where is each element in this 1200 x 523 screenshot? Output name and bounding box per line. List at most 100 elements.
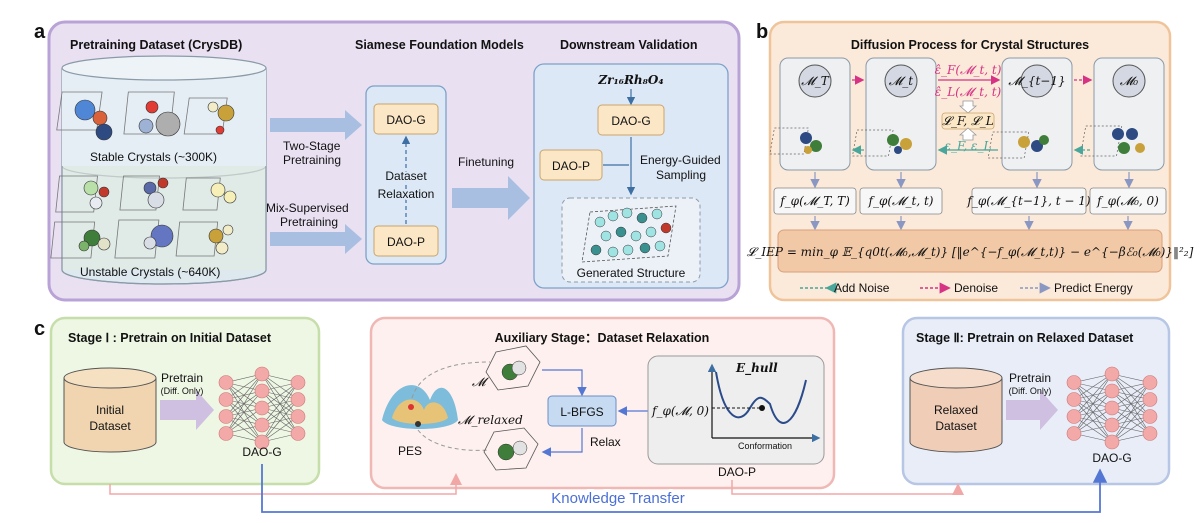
stage2-pretrain-arrow [1006,390,1058,430]
finetuning-label: Finetuning [458,155,514,169]
formula-label: Zr₁₆Rh₈O₄ [597,73,663,87]
state-node-mt1 [1020,64,1054,98]
iep-loss-label: 𝓛_IEP = min_φ 𝔼_{q0t(𝓜₀,𝓜_t)} [‖e^{−f_φ(… [747,245,1194,259]
unstable-crystal-cells [50,175,237,259]
network-node [218,375,234,390]
network-edge [225,373,263,434]
network-edge [225,390,263,434]
dao-p-label: DAO-P [387,235,425,249]
generated-structure-atoms [581,205,677,263]
crysdb-cylinder [61,55,267,285]
network-node [254,400,270,416]
f-box-T [773,187,857,215]
network-node [290,409,306,424]
network-edge [261,416,299,443]
stage1-diff-only: (Diff. Only) [161,386,204,396]
stage1-pretrain-label: Pretrain [161,371,203,385]
loss-arrow-up [958,127,978,141]
network-node [1066,392,1082,407]
dao-g-box[interactable] [373,103,439,135]
siamese-header: Siamese Foundation Models [355,38,524,52]
stage2-dao-g-label: DAO-G [1092,451,1131,465]
stage2-pretrain-label: Pretrain [1009,371,1051,385]
network-node [1066,409,1082,424]
network-edge [1073,407,1113,434]
downstream-dao-p-box[interactable] [539,149,603,181]
stage1-header: Stage Ⅰ : Pretrain on Initial Dataset [68,331,272,345]
initial-dataset-label-1: Initial [96,403,124,417]
dao-p-box[interactable] [373,225,439,257]
network-node [218,426,234,441]
stage2-header: Stage Ⅱ: Pretrain on Relaxed Dataset [916,331,1134,345]
network-edge [261,382,299,443]
ehull-label: E_hull [735,361,778,376]
stage2-diff-only: (Diff. Only) [1009,386,1052,396]
state-label-m0: 𝓜₀ [1120,74,1138,88]
energy-guided-label-2: Sampling [656,168,706,182]
f-box-t [859,187,943,215]
stable-crystals-label: Stable Crystals (~300K) [90,150,217,164]
network-edge [225,373,263,400]
network-edge [1073,373,1113,417]
aux-header: Auxiliary Stage：Dataset Relaxation [495,331,710,345]
daop-label: DAO-P [718,465,756,479]
iep-loss-box [777,229,1163,273]
relaxation-label-2: Relaxation [378,187,435,201]
network-node [1142,409,1158,424]
pretrain-dataset-header: Pretraining Dataset (CrysDB) [70,38,242,52]
relaxation-label-1: Dataset [385,169,427,183]
mix-supervised-arrow [270,224,362,254]
network-edge [1073,373,1113,434]
mix-supervised-label-2: Pretraining [280,215,338,229]
panel-c-letter: c [34,318,45,340]
state-node-mT [798,64,832,98]
pes-surface [382,385,458,429]
legend-denoise: Denoise [954,281,998,295]
relax-label: Relax [590,435,621,449]
network-node [218,392,234,407]
state-label-mt1: 𝓜_{t−1} [1008,74,1065,88]
finetuning-arrow [452,176,530,220]
network-edge [261,382,299,409]
downstream-dao-g-box[interactable] [597,104,665,136]
lbfgs-label: L-BFGS [560,405,603,419]
stage1-network [218,366,306,450]
panel-b-letter: b [756,21,768,43]
state-boxes: 𝓜_T 𝓜_t 𝓜_{t−1} 𝓜₀ [779,57,1165,171]
f-box-0 [1089,187,1167,215]
network-edge [225,407,263,434]
generated-structure-label: Generated Structure [577,266,686,280]
daop-energy-box [647,355,825,465]
initial-dataset-label-2: Dataset [89,419,131,433]
pes-label: PES [398,444,422,458]
two-stage-label-2: Pretraining [283,153,341,167]
network-node [1104,417,1120,433]
energy-curve-plot [707,363,821,443]
kt-blue-line [261,464,1108,513]
lbfgs-to-relaxed-arrow [541,428,583,457]
f-label-t: f_φ(𝓜_t, t) [868,194,934,208]
f-box-t1 [971,187,1087,215]
network-edge [1073,390,1113,434]
network-node [1104,383,1120,399]
unrelaxed-crystal [485,345,541,391]
loss-arrow-down [958,100,978,114]
two-stage-arrow [270,110,362,140]
m-label: 𝓜 [472,375,489,389]
energy-guided-label-1: Energy-Guided [640,153,721,167]
kt-red-line-2 [731,480,964,495]
stage2-network [1066,366,1158,450]
state-box-mT [779,57,851,171]
diffusion-header: Diffusion Process for Crystal Structures [851,38,1089,52]
network-node [1104,434,1120,450]
network-edge [1073,373,1113,400]
network-edge [225,373,263,417]
legend-add-noise: Add Noise [834,281,890,295]
state-label-mt: 𝓜_t [889,74,913,88]
network-node [290,426,306,441]
eps-fl-label: ε_F, ε_L [945,139,992,153]
dao-g-label: DAO-G [386,113,425,127]
relaxed-dataset-cylinder [909,367,1003,453]
lbfgs-box[interactable] [547,395,617,427]
